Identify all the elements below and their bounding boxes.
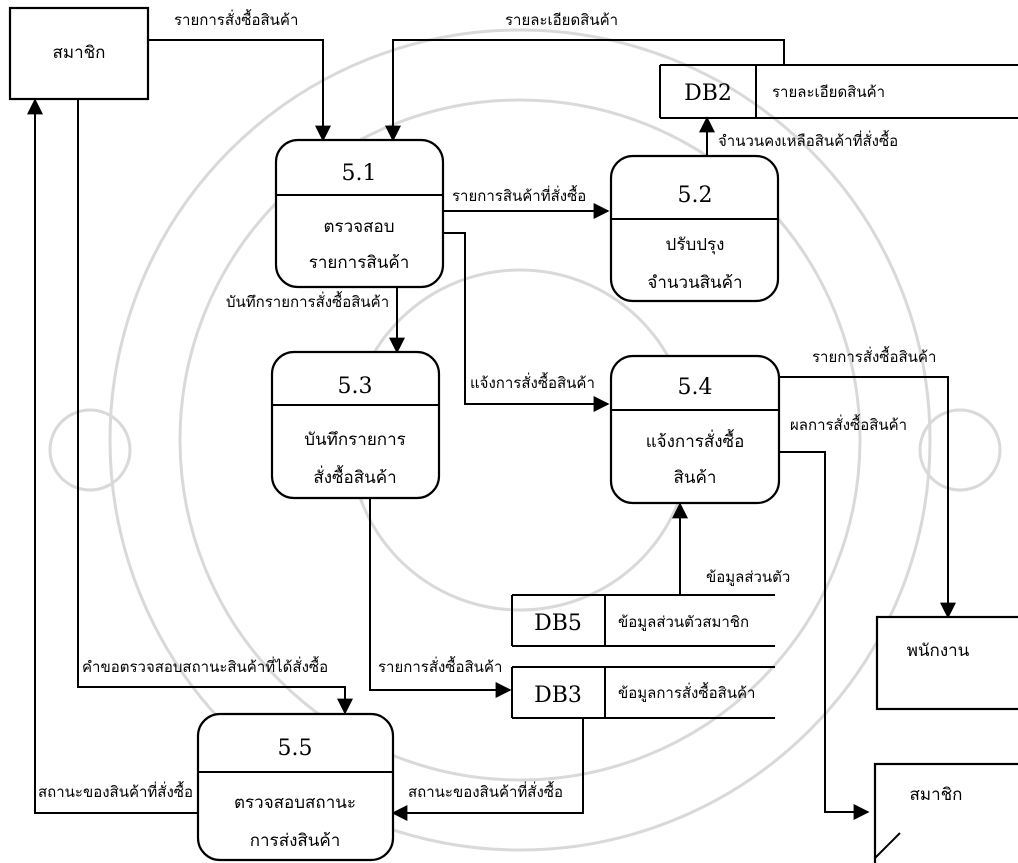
process-5-3-line2: สั่งซื้อสินค้า xyxy=(313,465,396,488)
entity-member-top-label: สมาชิก xyxy=(53,43,106,63)
label-5-5-to-member: สถานะของสินค้าที่สั่งซื้อ xyxy=(38,781,193,801)
flow-5-4-to-staff xyxy=(779,376,956,619)
process-5-4-number: 5.4 xyxy=(678,375,713,400)
process-5-4-line1: แจ้งการสั่งซื้อ xyxy=(646,429,745,452)
process-5-2-number: 5.2 xyxy=(678,183,713,208)
process-5-5: 5.5 ตรวจสอบสถานะ การส่งสินค้า xyxy=(196,712,395,862)
entity-member-bottom-label: สมาชิก xyxy=(910,785,963,805)
label-member-to-5-5: คำขอตรวจสอบสถานะสินค้าที่ได้สั่งซื้อ xyxy=(82,656,328,676)
datastore-db2-name: รายละเอียดสินค้า xyxy=(772,83,885,101)
flow-lines xyxy=(27,39,956,821)
process-5-5-line1: ตรวจสอบสถานะ xyxy=(234,793,356,813)
flow-db3-to-5-5 xyxy=(391,718,584,821)
process-5-2-line1: ปรับปรุง xyxy=(666,235,725,255)
datastore-db5-id: DB5 xyxy=(534,611,582,636)
process-5-5-line2: การส่งสินค้า xyxy=(250,831,341,851)
label-5-1-to-5-3: บันทึกรายการสั่งซื้อสินค้า xyxy=(226,291,389,311)
process-5-2: 5.2 ปรับปรุง จำนวนสินค้า xyxy=(609,154,780,303)
label-5-3-to-db3: รายการสั่งซื้อสินค้า xyxy=(378,656,502,676)
label-db2-to-5-1: รายละเอียดสินค้า xyxy=(505,11,618,29)
process-5-4: 5.4 แจ้งการสั่งซื้อ สินค้า xyxy=(609,354,781,505)
flow-db2-to-5-1 xyxy=(385,39,785,142)
datastore-db3-name: ข้อมูลการสั่งซื้อสินค้า xyxy=(618,682,755,702)
process-5-4-line2: สินค้า xyxy=(674,468,717,488)
process-5-1: 5.1 ตรวจสอบ รายการสินค้า xyxy=(274,138,445,289)
label-5-4-to-member: ผลการสั่งซื้อสินค้า xyxy=(790,414,907,434)
entity-member-bottom: สมาชิก xyxy=(873,762,1018,863)
label-5-2-to-db2: จำนวนคงเหลือสินค้าที่สั่งซื้อ xyxy=(718,130,898,150)
label-db3-to-5-5: สถานะของสินค้าที่สั่งซื้อ xyxy=(408,781,563,801)
process-5-3: 5.3 บันทึกรายการ สั่งซื้อสินค้า xyxy=(270,350,441,500)
flow-member-to-5-5 xyxy=(77,99,353,715)
entity-member-top: สมาชิก xyxy=(8,6,150,101)
label-member-to-5-1: รายการสั่งซื้อสินค้า xyxy=(174,9,298,29)
datastore-db5-name: ข้อมูลส่วนตัวสมาชิก xyxy=(618,613,749,631)
flow-5-4-to-member xyxy=(779,451,870,820)
datastore-db2: DB2 รายละเอียดสินค้า xyxy=(659,64,1018,119)
process-5-3-line1: บันทึกรายการ xyxy=(304,430,406,450)
process-5-3-number: 5.3 xyxy=(338,374,373,399)
entity-staff-label: พนักงาน xyxy=(907,641,970,661)
label-5-1-to-5-2: รายการสินค้าที่สั่งซื้อ xyxy=(452,185,586,205)
flow-member-to-5-1 xyxy=(148,39,331,142)
datastore-db3-id: DB3 xyxy=(534,683,582,708)
label-db5-to-5-4: ข้อมูลส่วนตัว xyxy=(706,568,790,586)
process-5-5-number: 5.5 xyxy=(278,736,313,761)
datastore-db2-id: DB2 xyxy=(684,81,732,106)
datastore-db3: DB3 ข้อมูลการสั่งซื้อสินค้า xyxy=(511,666,775,719)
process-5-1-line1: ตรวจสอบ xyxy=(323,217,394,237)
watermark-seal xyxy=(48,28,1002,852)
flow-labels: รายการสั่งซื้อสินค้า รายละเอียดสินค้า จำ… xyxy=(38,9,936,801)
process-5-1-line2: รายการสินค้า xyxy=(309,253,410,273)
entity-staff: พนักงาน xyxy=(875,615,1018,711)
process-5-2-line2: จำนวนสินค้า xyxy=(647,273,742,293)
flow-5-3-to-db3 xyxy=(369,498,512,698)
label-5-4-to-staff: รายการสั่งซื้อสินค้า xyxy=(812,346,936,366)
label-5-1-to-5-4: แจ้งการสั่งซื้อสินค้า xyxy=(470,372,595,392)
datastore-db5: DB5 ข้อมูลส่วนตัวสมาชิก xyxy=(511,594,775,647)
flow-5-5-to-member xyxy=(27,98,198,814)
process-5-1-number: 5.1 xyxy=(342,161,377,186)
flow-5-1-to-5-4 xyxy=(443,232,610,412)
